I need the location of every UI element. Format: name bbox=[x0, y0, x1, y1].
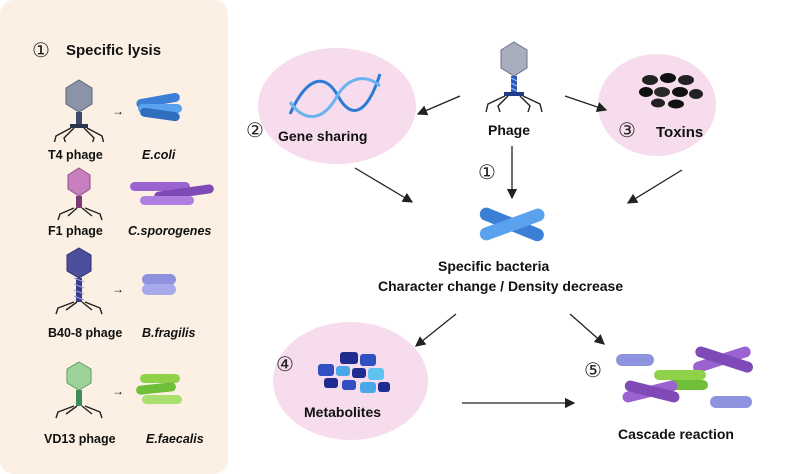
step-number-5: ⑤ bbox=[584, 358, 602, 382]
t4-phage-icon bbox=[53, 79, 105, 142]
efaecalis-bacterium-icon bbox=[136, 374, 182, 404]
arrow-phage-to-toxins bbox=[564, 95, 608, 112]
phage-label-b40-8: B40-8 phage bbox=[48, 326, 123, 340]
character-change-label: Character change / Density decrease bbox=[378, 278, 624, 294]
step-number-2: ② bbox=[246, 118, 264, 142]
step-number-3: ③ bbox=[618, 118, 636, 142]
csporogenes-bacterium-icon bbox=[130, 182, 214, 205]
arrow-phage-to-gene bbox=[416, 95, 461, 116]
cascade-bacteria-icon bbox=[616, 346, 753, 408]
b40-8-phage-icon bbox=[55, 247, 103, 315]
toxins-label: Toxins bbox=[656, 124, 704, 141]
dna-icon bbox=[288, 73, 382, 118]
cascade-reaction-label: Cascade reaction bbox=[618, 426, 734, 442]
step-number-4: ④ bbox=[276, 352, 294, 376]
arrow-icon: → bbox=[112, 384, 124, 398]
arrow-bacteria-to-metabolites bbox=[414, 313, 457, 347]
bacterium-icon bbox=[479, 207, 545, 242]
toxin-icon bbox=[639, 73, 703, 109]
ecoli-bacterium-icon bbox=[136, 92, 182, 122]
phage-label-f1: F1 phage bbox=[48, 224, 103, 238]
arrow-toxins-to-bacteria bbox=[626, 169, 683, 204]
panel-title: Specific lysis bbox=[66, 42, 162, 59]
bacterium-label-ecoli: E.coli bbox=[142, 148, 176, 162]
specific-lysis-panel bbox=[0, 0, 228, 474]
vd13-phage-icon bbox=[55, 361, 103, 419]
f1-phage-icon bbox=[57, 167, 103, 220]
step-number-1: ① bbox=[32, 38, 50, 62]
arrow-gene-to-bacteria bbox=[354, 167, 414, 203]
bfragilis-bacterium-icon bbox=[142, 274, 176, 295]
bacterium-label-csporogenes: C.sporogenes bbox=[128, 224, 212, 238]
bacterium-label-bfragilis: B.fragilis bbox=[142, 326, 196, 340]
metabolite-icon bbox=[318, 352, 390, 393]
arrow-bacteria-to-cascade bbox=[569, 313, 605, 345]
phage-label: Phage bbox=[488, 122, 531, 138]
phage-icon bbox=[485, 41, 543, 112]
arrow-icon: → bbox=[112, 104, 124, 118]
gene-sharing-blob bbox=[258, 48, 416, 164]
phage-label-vd13: VD13 phage bbox=[44, 432, 116, 446]
gene-sharing-label: Gene sharing bbox=[278, 128, 368, 144]
bacterium-label-efaecalis: E.faecalis bbox=[146, 432, 204, 446]
arrow-icon: → bbox=[112, 282, 124, 296]
metabolites-label: Metabolites bbox=[304, 404, 382, 420]
specific-bacteria-label: Specific bacteria bbox=[438, 258, 550, 274]
phage-label-t4: T4 phage bbox=[48, 148, 103, 162]
step-number-1-center: ① bbox=[478, 160, 496, 184]
